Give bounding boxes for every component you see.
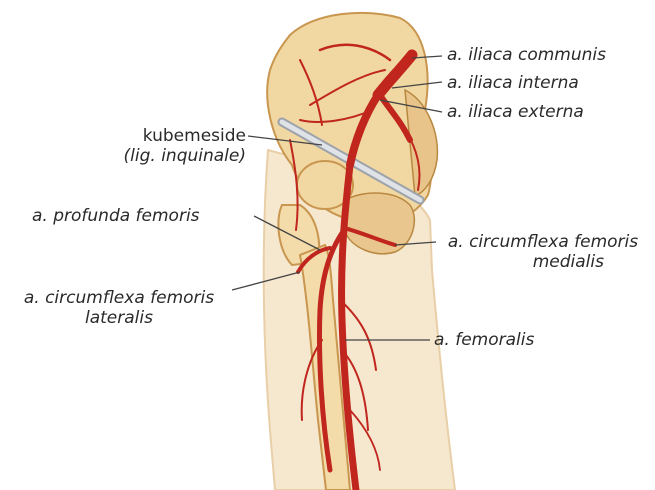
label-kubemeside: kubemeside (lig. inquinale) [100, 126, 246, 166]
label-circumflexa-lateralis: a. circumflexa femoris lateralis [6, 288, 232, 328]
label-circ-medialis-line2: medialis [436, 252, 650, 272]
label-circ-lateralis-line2: lateralis [6, 308, 232, 328]
label-femoralis: a. femoralis [434, 330, 534, 350]
label-kubemeside-line2: (lig. inquinale) [100, 146, 246, 166]
label-circumflexa-medialis: a. circumflexa femoris medialis [436, 232, 650, 272]
label-profunda-femoris: a. profunda femoris [32, 206, 200, 226]
label-circ-medialis-line1: a. circumflexa femoris [436, 232, 650, 252]
label-kubemeside-line1: kubemeside [100, 126, 246, 146]
label-iliaca-interna: a. iliaca interna [447, 73, 579, 93]
label-circ-lateralis-line1: a. circumflexa femoris [6, 288, 232, 308]
label-iliaca-communis: a. iliaca communis [447, 45, 606, 65]
label-iliaca-externa: a. iliaca externa [447, 102, 584, 122]
